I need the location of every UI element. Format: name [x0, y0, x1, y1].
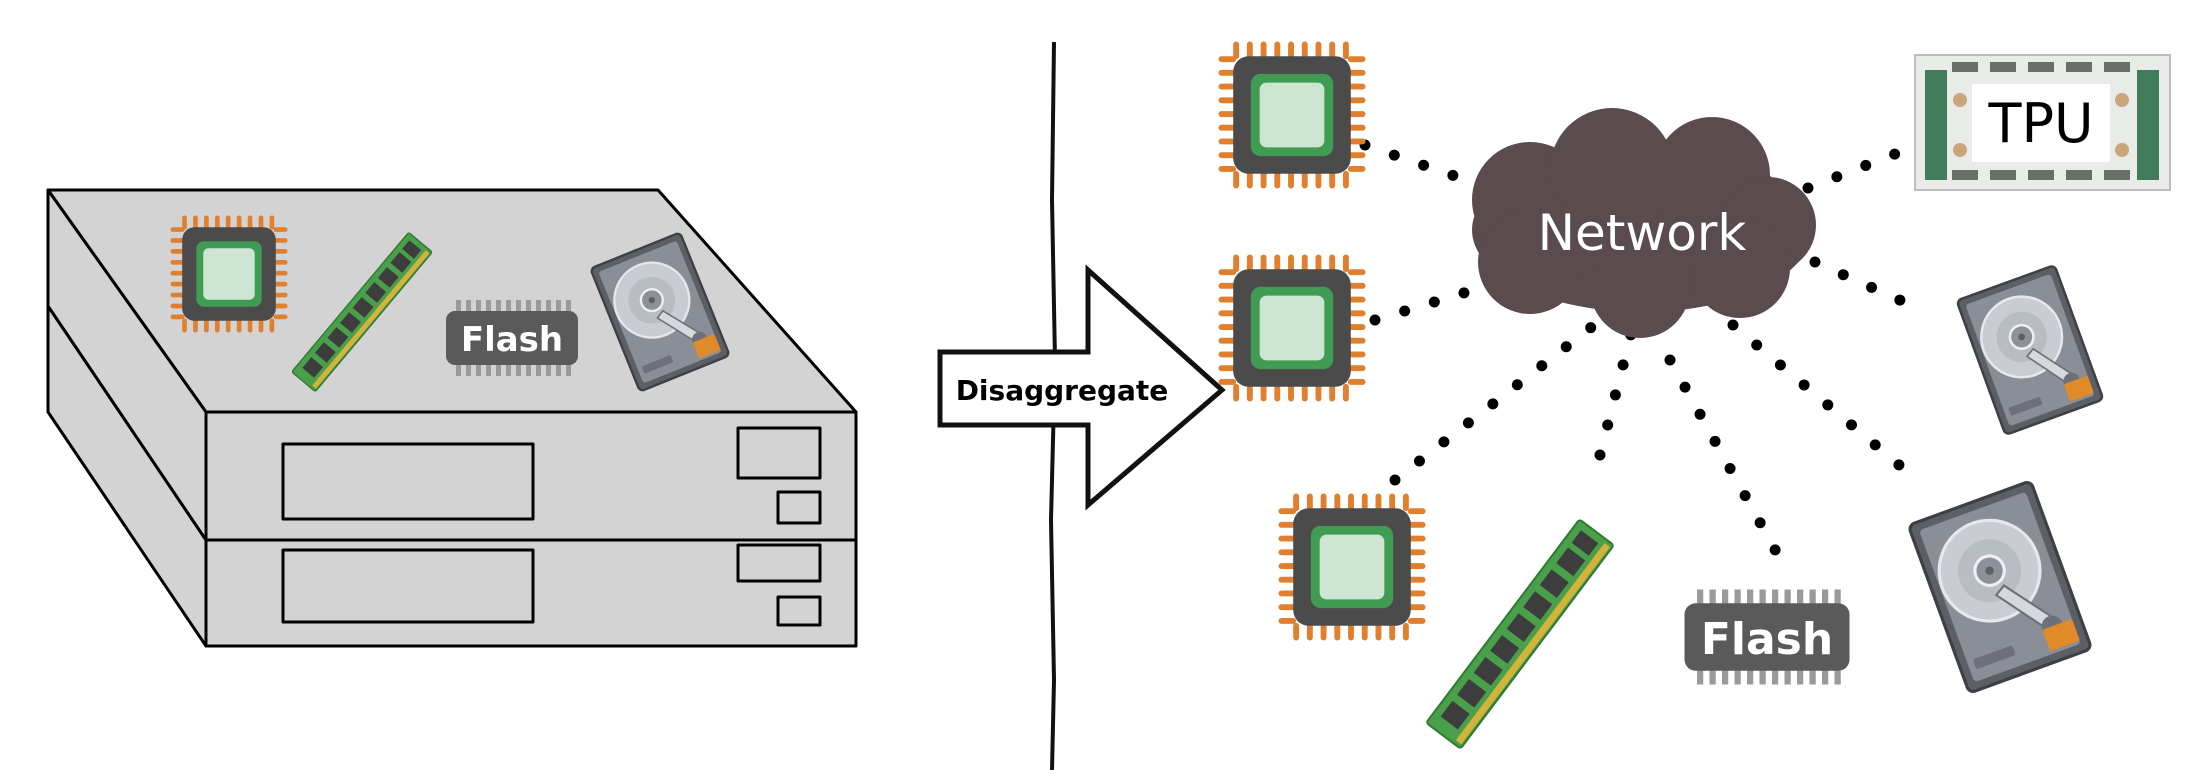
flash-chip-icon: Flash: [1684, 589, 1850, 685]
tpu-label: TPU: [1987, 92, 2093, 155]
server-stack: [46, 188, 858, 648]
network-links: [1359, 139, 1928, 561]
cpu-icon-2: [1218, 254, 1366, 402]
network-cloud-icon: Network: [1472, 108, 1816, 338]
server-cpu-icon: [170, 215, 288, 333]
cpu-icon-3: [1278, 493, 1426, 641]
server-flash-chip-icon: Flash: [446, 300, 578, 376]
server-unit-upper: [46, 188, 858, 542]
disaggregate-label: Disaggregate: [956, 374, 1169, 407]
divider-line: [1048, 41, 1058, 771]
disaggregate-arrow-icon: Disaggregate: [937, 264, 1226, 511]
flash-label: Flash: [1701, 614, 1833, 665]
hard-drive-icon-1: [1955, 263, 2105, 437]
tpu-board-icon: TPU: [1914, 54, 2171, 191]
server-unit-lower: [46, 304, 858, 648]
server-flash-label: Flash: [461, 320, 563, 360]
ram-module-icon: [1425, 518, 1615, 750]
network-label: Network: [1538, 204, 1747, 262]
hard-drive-icon-2: [1906, 479, 2094, 695]
cpu-icon-1: [1218, 41, 1366, 189]
